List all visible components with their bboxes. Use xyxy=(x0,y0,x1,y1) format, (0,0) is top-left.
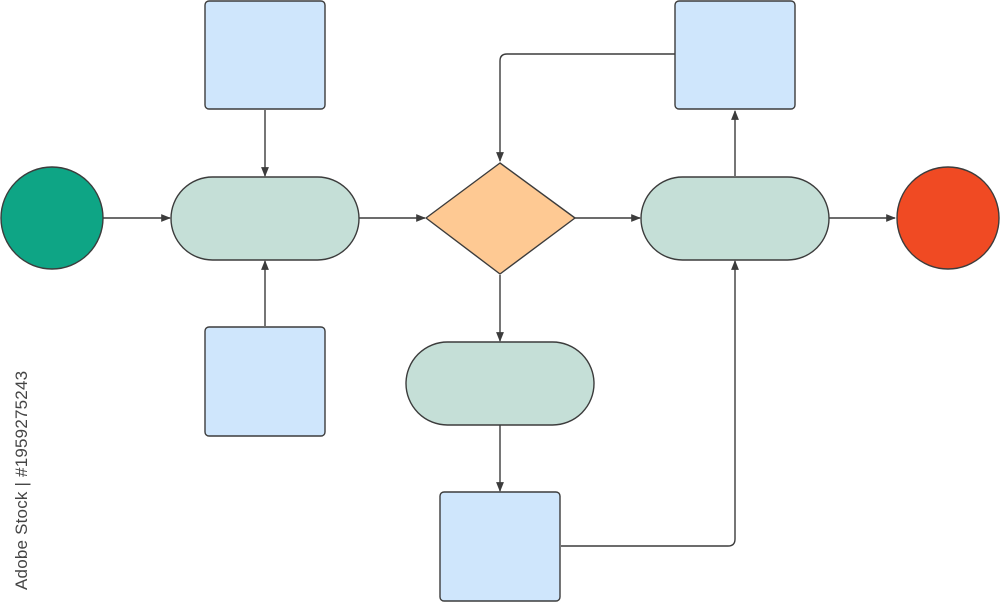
data-box-top-left xyxy=(204,0,326,110)
process-pill-3 xyxy=(405,341,595,426)
edge-box-bottom-center-to-process-2 xyxy=(561,260,739,547)
edge-box-top-right-to-decision xyxy=(496,53,675,162)
data-box-top-right xyxy=(674,0,796,110)
connectors xyxy=(103,53,896,547)
end-circle xyxy=(896,166,1000,270)
decision-diamond xyxy=(425,162,576,275)
stock-watermark-id: Adobe Stock | #1959275243 xyxy=(12,370,31,590)
process-pill-1 xyxy=(170,176,360,261)
process-pill-2 xyxy=(640,176,830,261)
data-box-bottom-left xyxy=(204,326,326,437)
data-box-bottom-center xyxy=(439,491,561,602)
start-circle xyxy=(0,166,104,270)
